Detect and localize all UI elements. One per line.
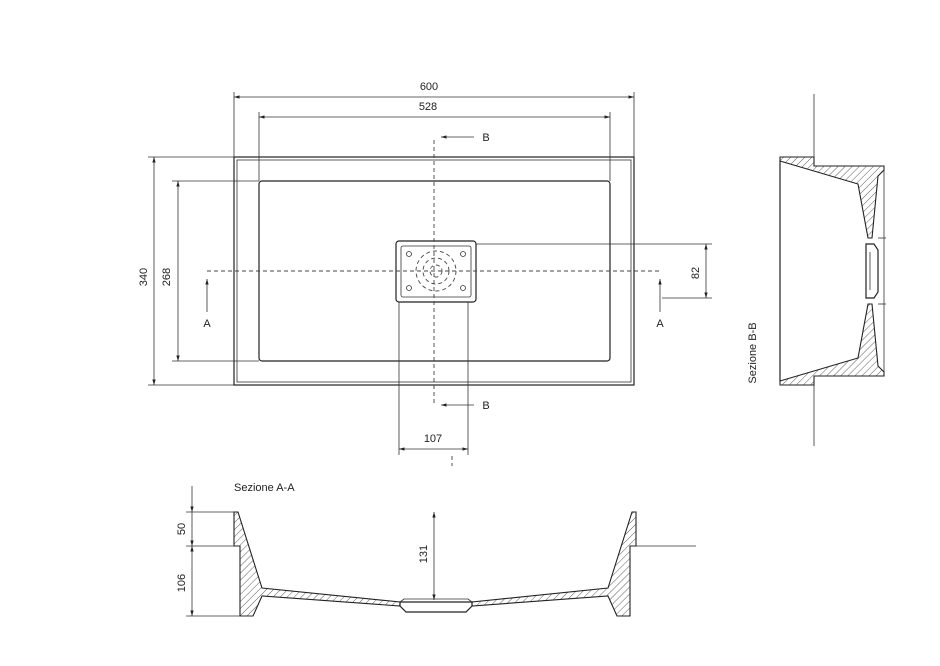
section-aa: Sezione A-A 50 106 131 bbox=[176, 482, 696, 617]
section-aa-left-wall bbox=[233, 511, 401, 617]
section-marker-b-top: B bbox=[482, 132, 489, 144]
section-marker-a-left: A bbox=[203, 318, 211, 330]
dim-rim-height: 50 bbox=[176, 523, 188, 535]
plan-view: 600 528 340 268 82 107 A A B bbox=[138, 81, 712, 466]
section-marker-a-right: A bbox=[656, 318, 664, 330]
drain bbox=[395, 240, 477, 303]
section-marker-b-bottom: B bbox=[482, 400, 489, 412]
dim-overall-depth: 340 bbox=[138, 268, 150, 286]
section-aa-right-wall bbox=[471, 511, 637, 617]
section-bb-drain bbox=[865, 243, 879, 299]
section-bb-bottom-wall bbox=[779, 303, 885, 386]
dim-base-height: 106 bbox=[176, 574, 188, 592]
section-aa-drain bbox=[399, 601, 473, 613]
section-bb-top-wall bbox=[779, 156, 885, 239]
dim-inner-width: 528 bbox=[419, 101, 437, 113]
drain-outer bbox=[395, 240, 477, 303]
section-bb-title: Sezione B-B bbox=[747, 322, 759, 383]
dim-total-height: 131 bbox=[418, 545, 430, 563]
dim-overall-width: 600 bbox=[420, 81, 438, 93]
section-bb: Sezione B-B bbox=[747, 94, 886, 446]
drain-inner bbox=[400, 245, 472, 298]
dim-drain-width: 107 bbox=[424, 433, 442, 445]
dim-drain-offset: 82 bbox=[690, 267, 702, 279]
section-aa-title: Sezione A-A bbox=[234, 482, 295, 494]
dim-inner-depth: 268 bbox=[161, 268, 173, 286]
